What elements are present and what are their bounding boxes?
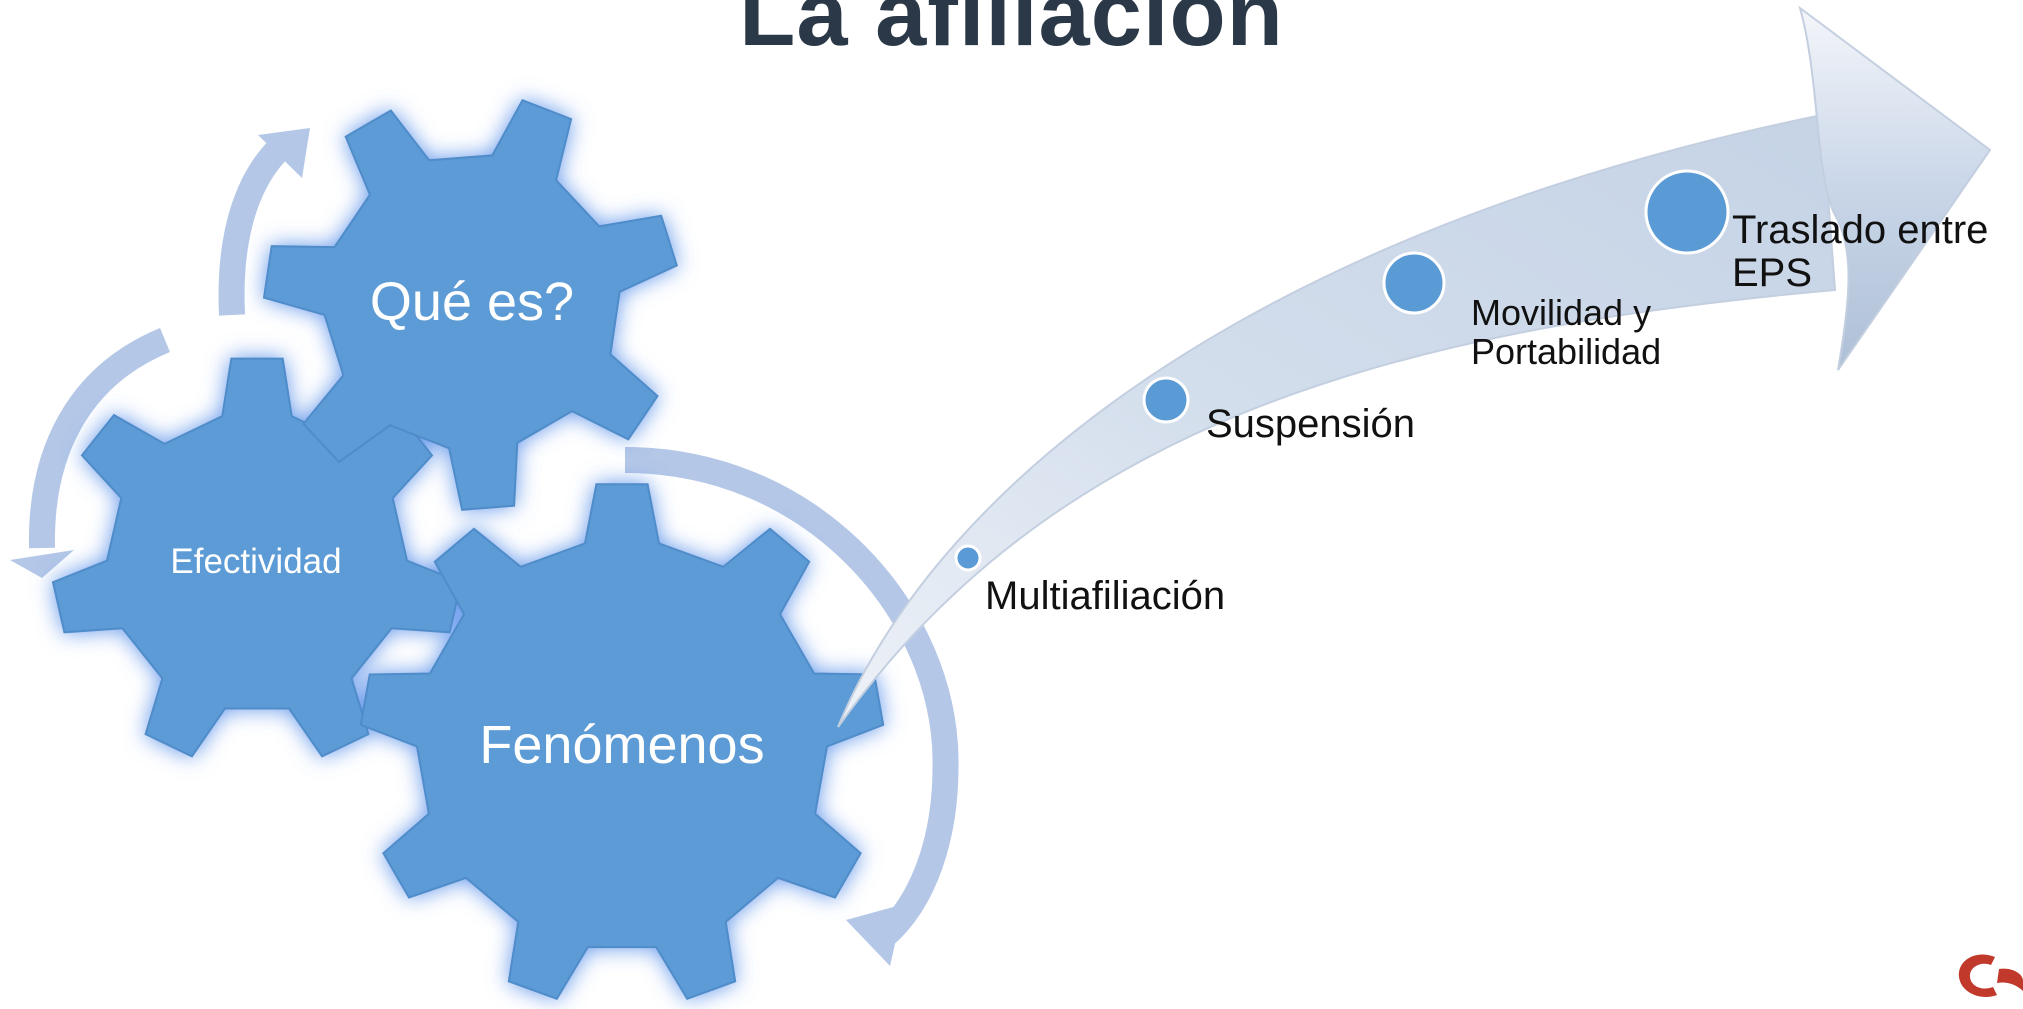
gear-que-es: [262, 98, 679, 511]
gear-fenomenos: [359, 483, 885, 1001]
step-label-traslado: Traslado entre EPS: [1732, 208, 1989, 296]
step-label-line: Movilidad y: [1471, 292, 1652, 333]
step-label-line: Traslado entre: [1732, 208, 1989, 252]
timeline-dot-movilidad: [1382, 251, 1446, 315]
cycle-arrow-right: [624, 447, 959, 945]
cycle-arrowhead-top: [258, 128, 310, 178]
cycle-arrows: [28, 135, 959, 945]
timeline-dot-suspension: [1142, 376, 1190, 424]
cycle-arrowhead-left: [10, 550, 74, 578]
step-label-line: Multiafiliación: [985, 574, 1226, 618]
step-label-line: Portabilidad: [1471, 330, 1662, 372]
timeline-arrow: [837, 5, 1992, 728]
brand-logo-icon: [1958, 954, 2023, 997]
step-label-suspension: Suspensión: [1206, 402, 1416, 446]
gear-label-efectividad: Efectividad: [170, 542, 342, 581]
slide-title: La afiliación: [739, 0, 1284, 65]
step-label-movilidad: Movilidad y Portabilidad: [1471, 292, 1662, 372]
cycle-arrowhead-right: [846, 904, 904, 966]
gear-label-que-es: Qué es?: [369, 272, 575, 332]
timeline-arrowhead: [1798, 5, 1992, 371]
step-label-line: Suspensión: [1206, 402, 1416, 446]
timeline-dots: [954, 169, 1730, 572]
timeline-dot-multiafiliacion: [954, 544, 982, 572]
timeline-dot-traslado: [1644, 169, 1730, 255]
gear-label-fenomenos: Fenómenos: [479, 715, 765, 775]
gears-group: [51, 98, 885, 1001]
cycle-arrow-top: [218, 135, 293, 316]
cycle-arrow-left: [28, 327, 171, 549]
step-label-multiafiliacion: Multiafiliación: [985, 574, 1226, 618]
step-label-line: EPS: [1732, 251, 1813, 296]
